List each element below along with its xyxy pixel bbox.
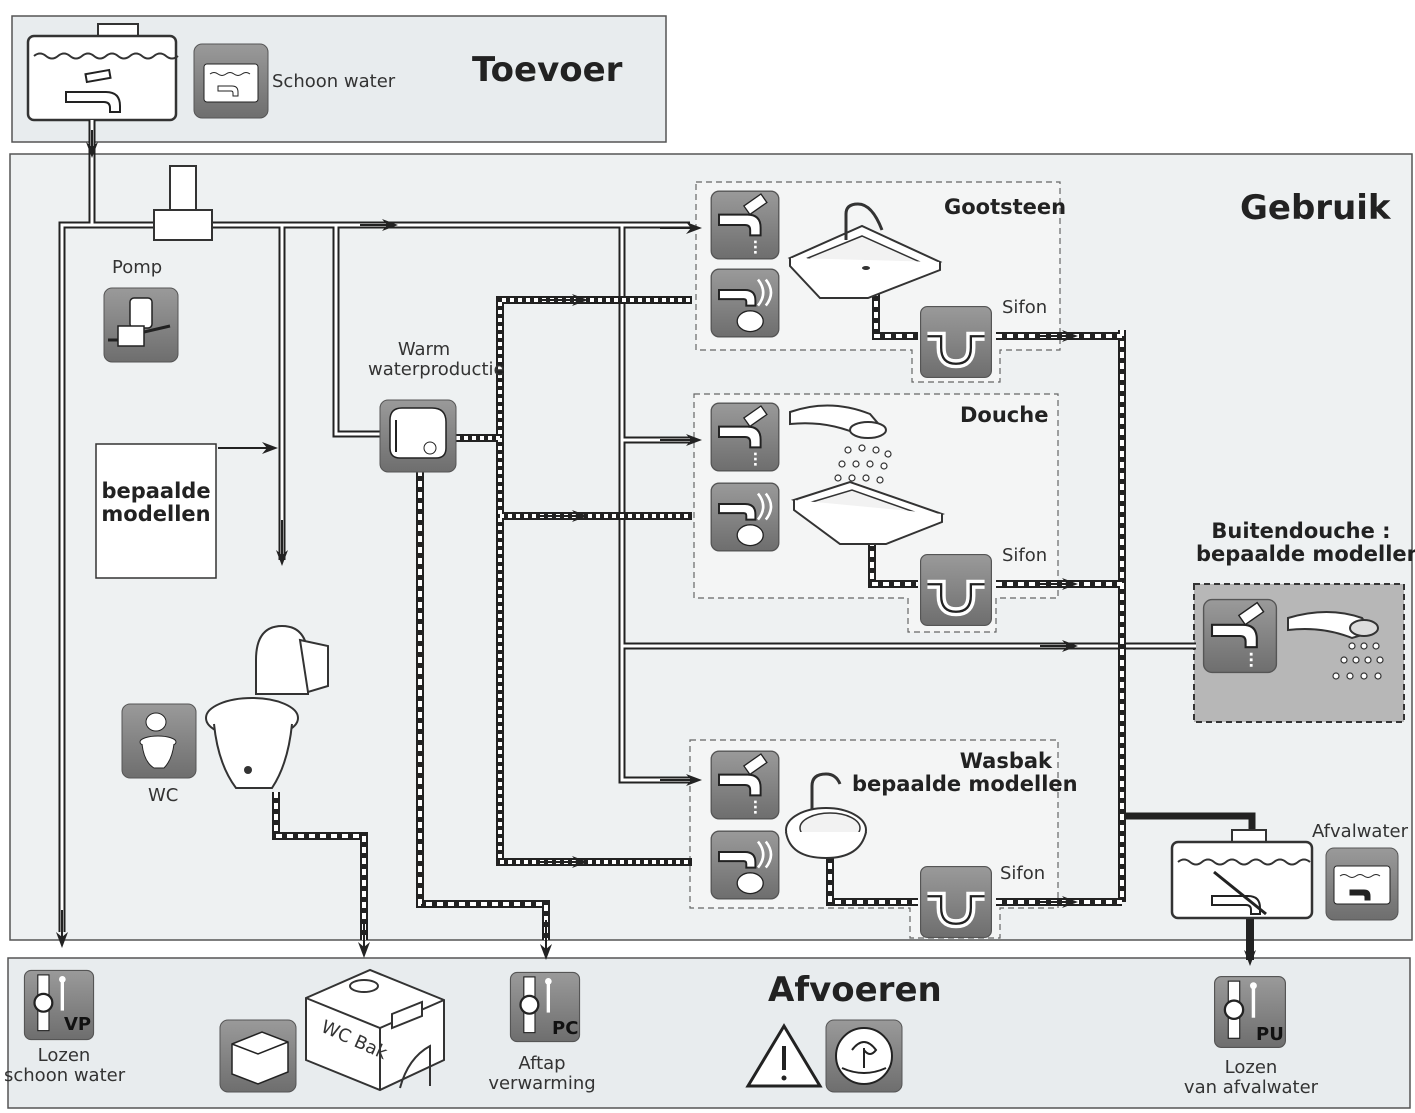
washbasin-illustration (785, 772, 867, 860)
pump-icon (103, 287, 179, 363)
environment-icon (825, 1019, 903, 1093)
drain-heading: Afvoeren (768, 970, 942, 1010)
boiler-icon (379, 399, 457, 473)
waste-water-label: Afvalwater (1312, 821, 1408, 842)
clean-water-tank (26, 23, 179, 122)
washbasin-tap-icon (709, 749, 781, 821)
pu-valve-label-line2: van afvalwater (1183, 1076, 1319, 1098)
vp-valve-label-line2: schoon water (4, 1064, 126, 1086)
shower-siphon-icon (921, 555, 992, 626)
shower-head-illustration (789, 404, 946, 545)
washbasin-siphon-icon (921, 867, 992, 938)
hot-water-label: Warm waterproductie (368, 339, 505, 380)
shower-siphon-label: Sifon (1002, 545, 1048, 566)
waste-water-tank (1170, 829, 1314, 920)
vp-valve-icon: VP (22, 968, 96, 1042)
washbasin-title: Wasbak bepaalde modellen (852, 749, 1078, 796)
pump-label: Pomp (112, 257, 163, 278)
clean-water-icon (193, 43, 269, 119)
sink-siphon-label: Sifon (1002, 297, 1048, 318)
toilet-icon (121, 703, 197, 779)
washbasin-title-line1: Wasbak (959, 749, 1052, 773)
sink-mixer-icon (709, 267, 781, 339)
models-box (95, 443, 217, 579)
pu-valve-label: Lozen van afvalwater (1176, 1058, 1326, 1098)
clean-water-label: Schoon water (272, 71, 396, 92)
pc-valve-icon: PC (508, 970, 582, 1044)
sink-illustration (787, 202, 943, 299)
outdoor-shower-title-line2: bepaalde modellen (1196, 542, 1415, 567)
outdoor-shower-title-line1: Buitendouche : (1211, 519, 1391, 543)
models-box-label: bepaalde modellen (98, 479, 214, 527)
vp-valve-label-line1: Lozen (37, 1045, 91, 1066)
washbasin-siphon-label: Sifon (1000, 863, 1046, 884)
sink-tap-icon (709, 189, 781, 261)
pu-valve-label-line1: Lozen (1224, 1057, 1278, 1078)
outdoor-shower-tap-icon (1202, 598, 1278, 674)
shower-title: Douche (960, 403, 1049, 427)
warning-icon (745, 1023, 823, 1088)
wc-tank-icon (219, 1019, 297, 1093)
vp-valve-label: Lozen schoon water (4, 1045, 126, 1086)
washbasin-mixer-icon (709, 829, 781, 901)
hot-water-pipes (456, 296, 692, 866)
pu-valve-icon: PU (1212, 974, 1288, 1050)
outdoor-shower-title: Buitendouche : bepaalde modellen (1196, 519, 1415, 566)
supply-heading: Toevoer (472, 50, 623, 90)
sink-siphon-icon (921, 307, 992, 378)
svg-text:PC: PC (552, 1018, 578, 1039)
flow-arrows (56, 130, 1256, 966)
waste-water-icon (1325, 847, 1399, 921)
shower-tap-icon (709, 401, 781, 473)
models-box-label-line2: modellen (101, 502, 211, 527)
svg-text:PU: PU (1256, 1024, 1284, 1045)
sink-title: Gootsteen (944, 195, 1067, 219)
svg-text:VP: VP (64, 1014, 91, 1035)
pc-valve-label-line1: Aftap (518, 1053, 566, 1074)
washbasin-title-line2: bepaalde modellen (852, 772, 1078, 797)
pc-valve-label: Aftap verwarming (482, 1054, 602, 1094)
hot-water-label-line1: Warm (397, 339, 451, 360)
wc-tank-illustration: WC Bak (305, 968, 445, 1092)
outdoor-shower-head (1287, 611, 1384, 680)
wc-label: WC (148, 785, 179, 806)
pc-valve-label-line2: verwarming (488, 1072, 596, 1094)
toilet-illustration (205, 624, 329, 789)
use-heading: Gebruik (1240, 188, 1391, 228)
shower-mixer-icon (709, 481, 781, 553)
filter-unit (153, 165, 213, 241)
hot-water-label-line2: waterproductie (368, 358, 505, 380)
models-box-label-line1: bepaalde (101, 479, 211, 503)
